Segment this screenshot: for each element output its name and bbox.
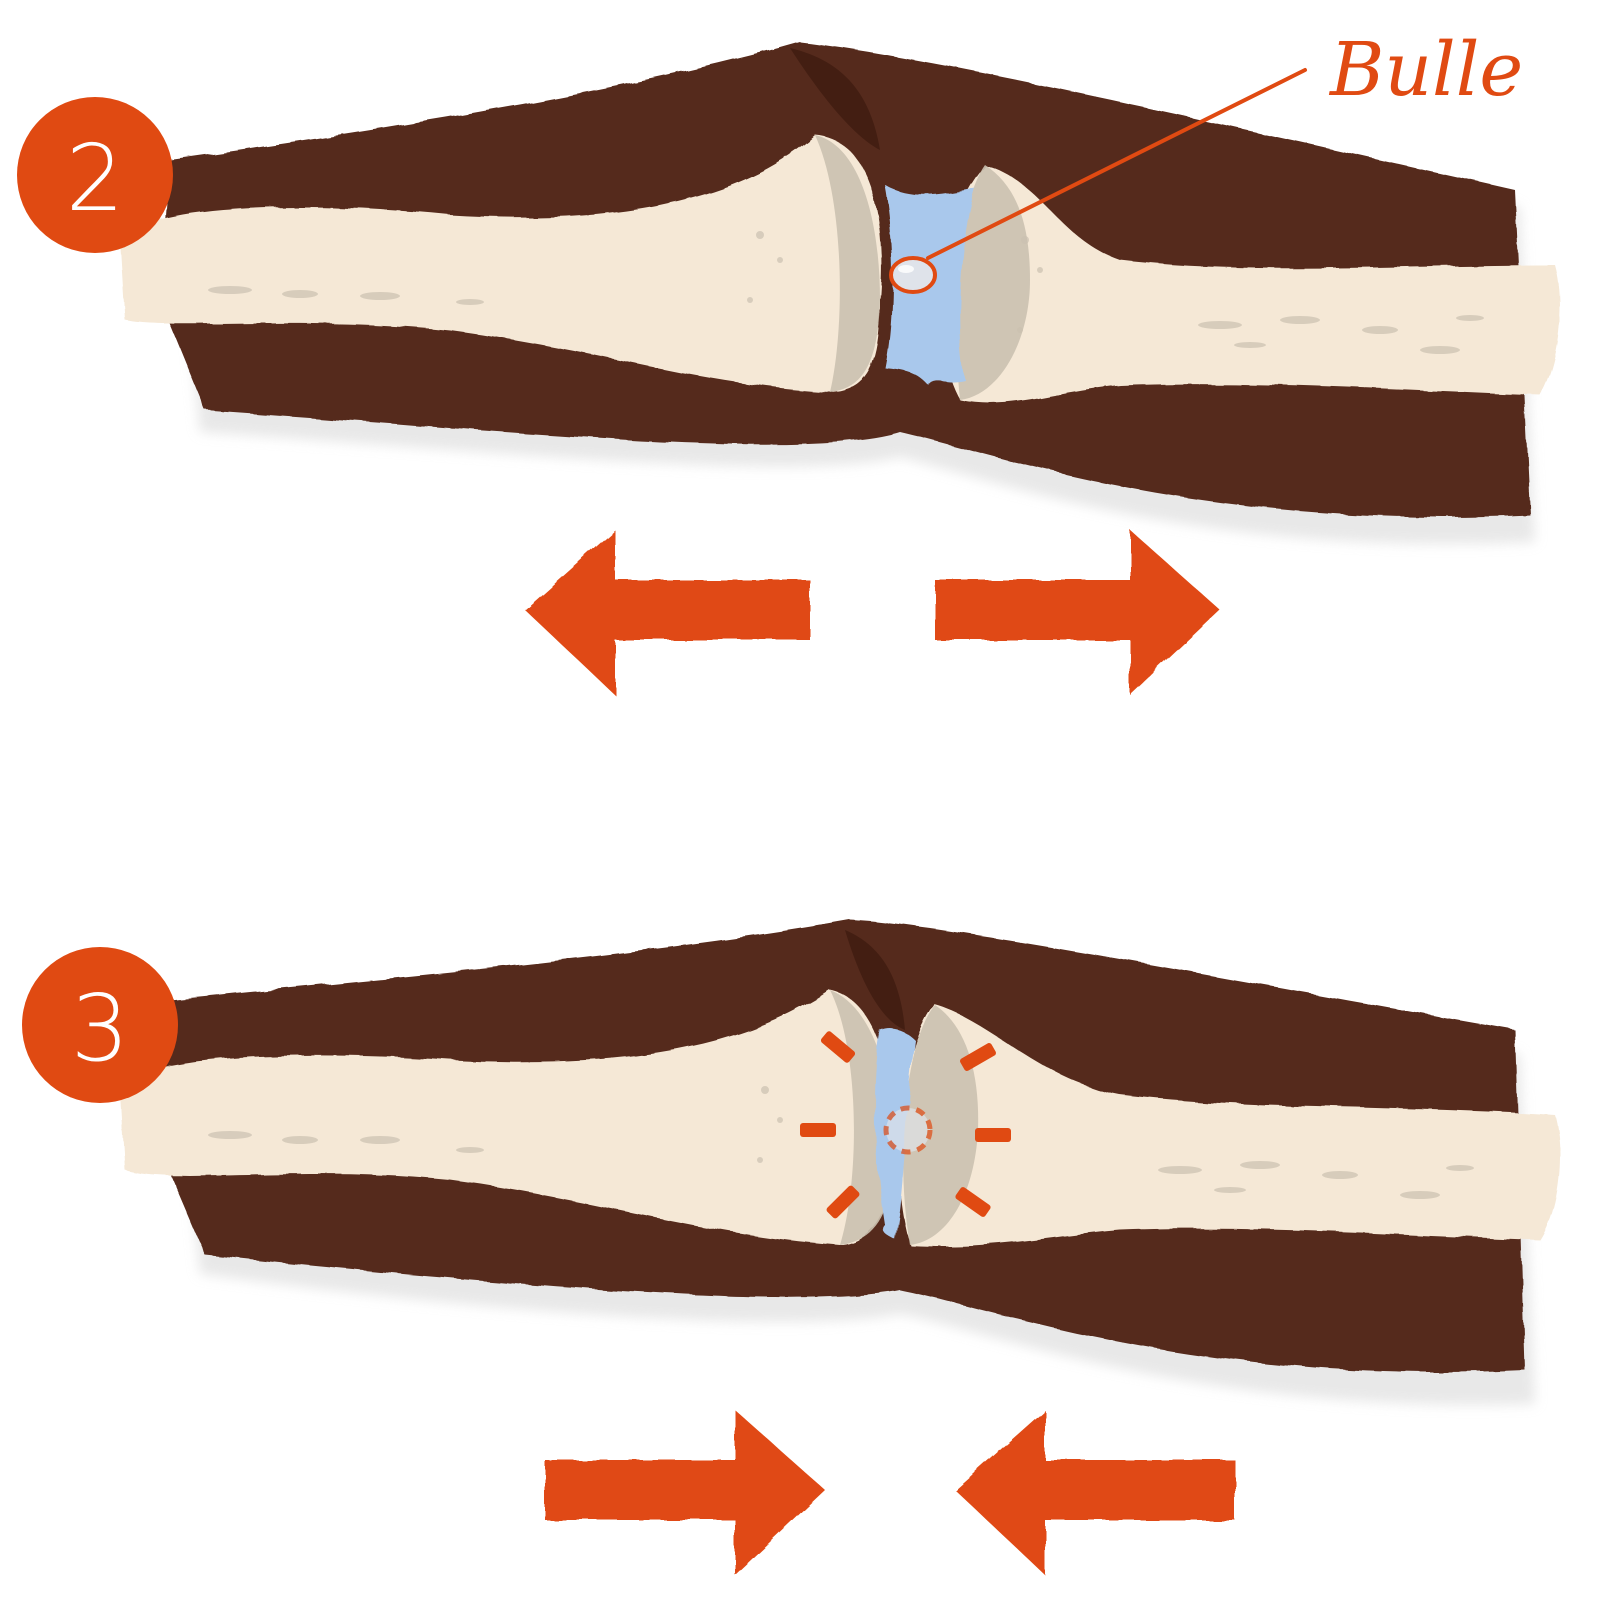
pop-burst-marks — [800, 1031, 1011, 1219]
step-number: 2 — [66, 125, 125, 232]
arrow-right-icon — [935, 530, 1220, 695]
bone-texture — [208, 231, 1484, 354]
step-badge — [22, 947, 178, 1103]
bubble-callout-line — [926, 68, 1307, 260]
collapsing-bubble — [883, 1105, 933, 1155]
panel-step-3: 3 — [22, 920, 1560, 1575]
tissue-crease — [845, 930, 905, 1030]
left-bone — [120, 135, 882, 392]
arrow-left-icon — [525, 530, 810, 695]
tissue-crease — [790, 48, 880, 150]
left-bone-head-shadow — [815, 135, 880, 392]
gas-bubble-highlight — [898, 265, 914, 273]
right-bone-head-shadow — [903, 1005, 979, 1245]
step-number: 3 — [71, 975, 130, 1082]
gas-bubble — [889, 256, 937, 294]
bubble-label: Bulle — [1328, 27, 1523, 113]
right-bone — [898, 1005, 1560, 1247]
arrow-right-icon — [545, 1410, 825, 1575]
panel-step-2: Bulle 2 — [17, 27, 1560, 695]
right-bone-head-shadow — [956, 165, 1030, 400]
arrow-left-icon — [955, 1410, 1235, 1575]
bone-texture — [208, 1086, 1474, 1199]
step-badge — [17, 97, 173, 253]
left-bone — [120, 990, 895, 1245]
right-bone — [939, 165, 1560, 403]
